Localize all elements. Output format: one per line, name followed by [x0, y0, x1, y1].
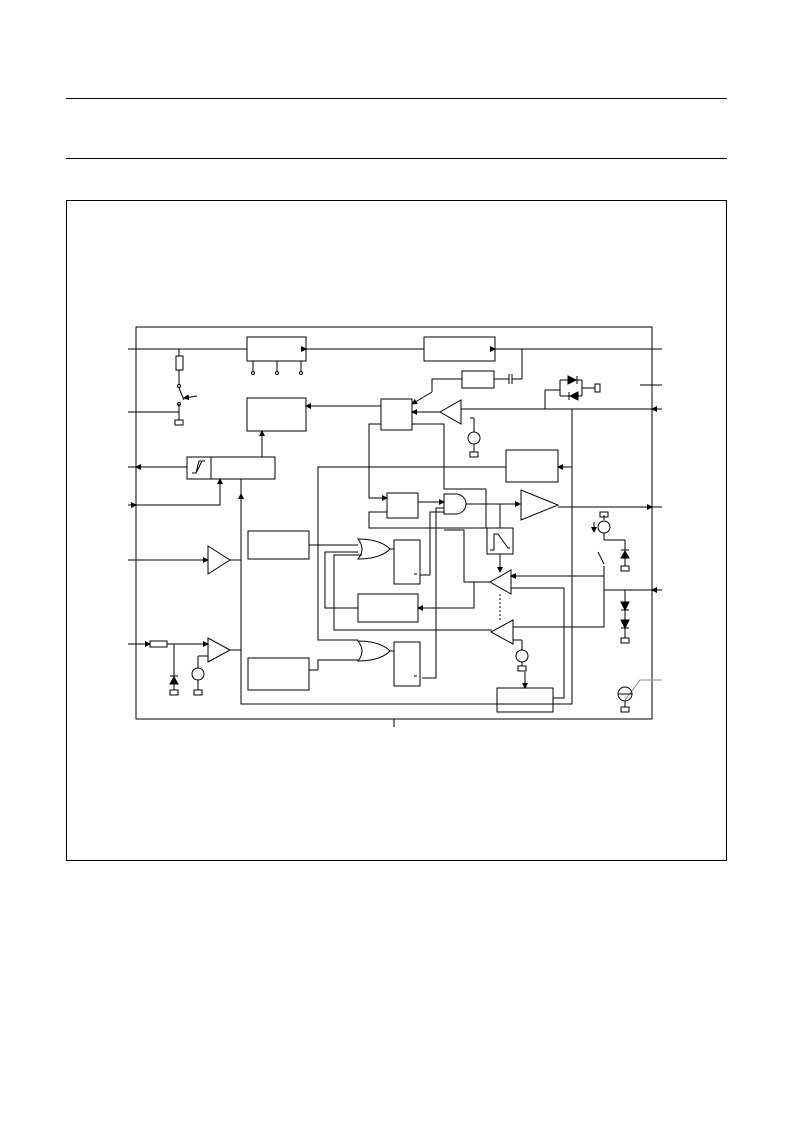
- figure-frame: [66, 200, 727, 861]
- current-comparator: [488, 569, 512, 595]
- input-resistor: [149, 640, 168, 648]
- current-source-2: [515, 649, 529, 663]
- current-comp-out: [444, 529, 490, 583]
- switch-contact: [177, 384, 181, 388]
- protection-block: [505, 449, 559, 483]
- timer-3-wire: [317, 659, 358, 670]
- demag-comparator: [489, 619, 514, 645]
- diode-2: [568, 391, 579, 401]
- pin-right-6: [624, 679, 662, 701]
- ground-symbol: [620, 637, 630, 644]
- error-amp: [438, 399, 462, 425]
- latch-feedback: [412, 423, 487, 500]
- main-bus: [240, 494, 573, 705]
- ground-symbol: [599, 511, 609, 518]
- header-rule-top: [66, 98, 727, 99]
- protection-wire: [557, 409, 573, 470]
- demag-in: [513, 590, 605, 628]
- ground-symbol: [517, 665, 527, 672]
- flipflop-block: [386, 492, 419, 519]
- ref-block: [246, 336, 307, 362]
- startup-resistor: [175, 355, 184, 371]
- diode-1: [567, 375, 578, 385]
- current-sense-block: [496, 687, 554, 713]
- hv-diode-3: [620, 619, 630, 630]
- flipflop-reset: [368, 500, 487, 529]
- flipflop-block-3: [393, 641, 421, 687]
- input-comparator: [207, 637, 232, 663]
- header-rule-bottom: [66, 158, 727, 159]
- or-gate-1: [356, 538, 391, 560]
- output-driver: [520, 489, 560, 521]
- current-source-4: [597, 520, 611, 534]
- hv-switch: [597, 551, 605, 565]
- startup-switch: [178, 387, 185, 401]
- error-amp-feedback: [431, 378, 462, 392]
- or-gate-2: [356, 640, 391, 662]
- regulator-block: [423, 336, 496, 362]
- ground-symbol: [169, 689, 179, 696]
- ground-symbol: [594, 383, 601, 393]
- and-in: [422, 507, 444, 679]
- timer-block-3: [247, 657, 310, 691]
- ground-symbol: [193, 689, 203, 696]
- pin-4-wire: [131, 494, 221, 508]
- ground-symbol: [620, 565, 630, 572]
- latch-block: [380, 398, 413, 431]
- ramp-icon: [490, 533, 510, 551]
- regulator-wire: [512, 349, 523, 380]
- current-comp-feedback: [417, 582, 475, 611]
- ref-node: [275, 371, 279, 375]
- zener-diode: [169, 675, 179, 685]
- or-1-in: [324, 551, 358, 609]
- latch-out: [368, 423, 388, 501]
- protection-line: [317, 466, 506, 641]
- timer-block-1: [247, 530, 310, 560]
- ground-symbol: [469, 451, 479, 458]
- current-comp-in: [511, 587, 565, 699]
- or-1-in: [333, 554, 492, 631]
- current-source-3: [191, 667, 205, 681]
- switch-control: [183, 394, 198, 401]
- hv-diode: [620, 549, 630, 559]
- flipflop-block-2: [393, 539, 421, 585]
- ref-node: [251, 371, 255, 375]
- latch-input: [411, 391, 433, 405]
- timer-block-2: [357, 593, 419, 623]
- hysteresis-icon: [192, 460, 205, 474]
- and-in: [420, 511, 444, 576]
- buffer: [207, 545, 231, 575]
- current-source-1: [467, 431, 481, 445]
- ground-symbol: [174, 419, 184, 426]
- hysteresis-comparator-block: [186, 456, 276, 480]
- and-gate: [443, 493, 467, 515]
- ground-symbol: [620, 706, 630, 713]
- hv-diode-2: [620, 601, 630, 612]
- small-block: [461, 370, 495, 389]
- control-logic-block: [246, 397, 307, 432]
- ref-node: [299, 371, 303, 375]
